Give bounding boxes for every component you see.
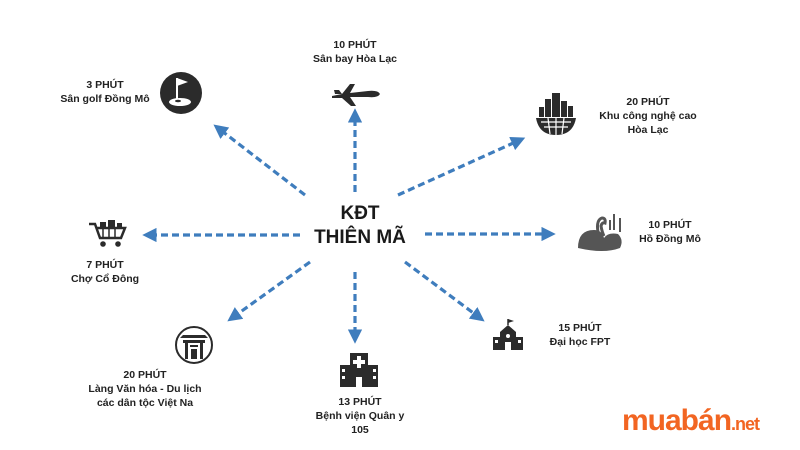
destination-name: Chợ Cổ Đông	[70, 273, 140, 285]
arrow-1	[397, 136, 526, 197]
arrow-3	[404, 260, 485, 322]
destination-hospital: 13 PHÚT Bệnh viện Quân y 105	[290, 395, 430, 437]
brand-main: muabán	[622, 404, 732, 437]
airplane-icon	[332, 84, 380, 106]
destination-name: Khu công nghệ cao	[599, 110, 697, 122]
destination-name: Đại học FPT	[549, 336, 611, 348]
city-globe-icon	[536, 93, 576, 135]
golf-flag-icon	[160, 72, 202, 114]
brand-logo: muabán.net	[622, 404, 760, 438]
destination-time: 20 PHÚT	[626, 96, 670, 108]
destination-cultural-village: 20 PHÚT Làng Văn hóa - Du lịch các dân t…	[60, 368, 230, 410]
lake-swan-icon	[578, 214, 622, 251]
destination-time: 13 PHÚT	[338, 396, 382, 408]
destination-golf: 3 PHÚT Sân golf Đồng Mô	[40, 78, 170, 106]
temple-gate-icon	[175, 326, 213, 364]
destination-name-line-2: các dân tộc Việt Na	[96, 397, 194, 409]
destination-university: 15 PHÚT Đại học FPT	[540, 321, 620, 349]
center-line-1: KĐT	[340, 203, 380, 224]
destination-time: 15 PHÚT	[558, 322, 602, 334]
destination-name: Sân golf Đồng Mô	[60, 93, 150, 105]
destination-name-line-2: 105	[351, 424, 369, 436]
destination-time: 10 PHÚT	[333, 39, 377, 51]
destination-name: Làng Văn hóa - Du lịch	[88, 383, 202, 395]
arrow-7	[213, 124, 306, 197]
destination-time: 10 PHÚT	[648, 219, 692, 231]
destination-name: Sân bay Hòa Lạc	[312, 53, 398, 65]
destination-time: 3 PHÚT	[86, 79, 124, 91]
destination-time: 20 PHÚT	[123, 369, 167, 381]
destination-lake: 10 PHÚT Hồ Đồng Mô	[625, 218, 715, 246]
arrows-group	[142, 108, 556, 344]
destination-airport: 10 PHÚT Sân bay Hòa Lạc	[290, 38, 420, 66]
hospital-icon	[340, 353, 378, 387]
center-line-2: THIÊN MÃ	[314, 227, 406, 248]
destination-tech-park: 20 PHÚT Khu công nghệ cao Hòa Lạc	[578, 95, 718, 137]
arrow-5	[227, 260, 311, 322]
shopping-cart-icon	[89, 220, 127, 247]
destination-name-line-2: Hòa Lạc	[627, 124, 669, 136]
destination-market: 7 PHÚT Chợ Cổ Đông	[55, 258, 155, 286]
center-label: KĐT THIÊN MÃ	[300, 202, 420, 250]
destination-time: 7 PHÚT	[86, 259, 124, 271]
destination-name: Hồ Đồng Mô	[639, 233, 701, 245]
school-building-icon	[493, 319, 523, 350]
brand-suffix: .net	[731, 414, 760, 434]
destination-name: Bệnh viện Quân y	[315, 410, 405, 422]
